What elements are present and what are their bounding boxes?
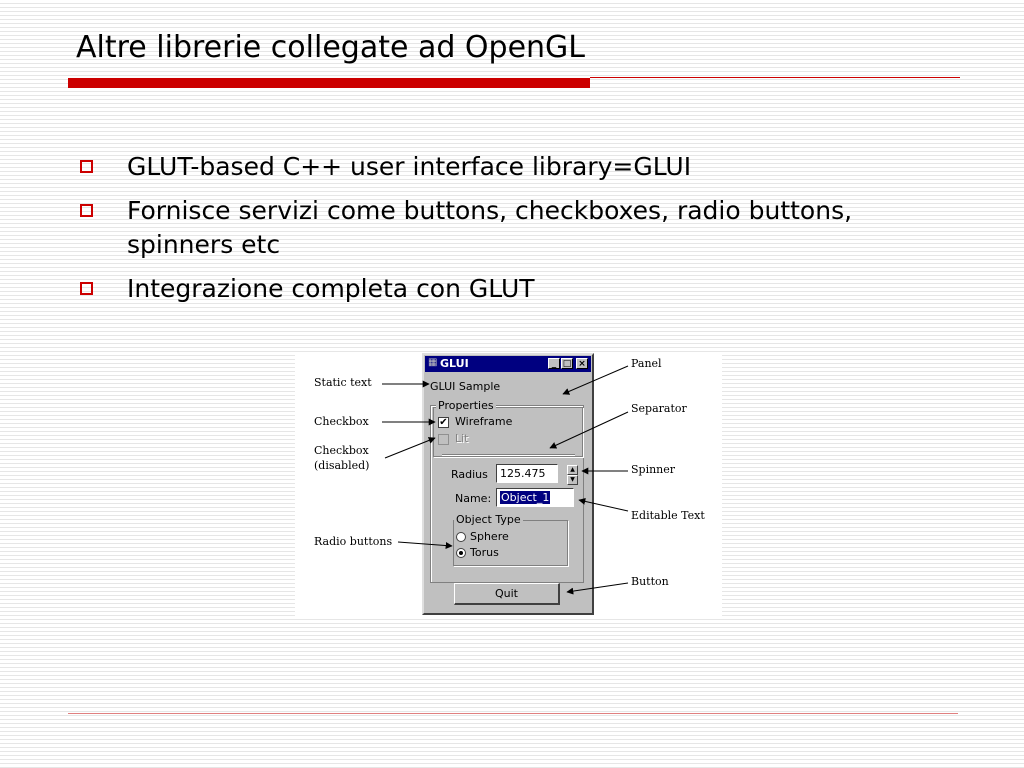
wireframe-checkbox[interactable]: ✔ bbox=[438, 417, 449, 428]
glui-static-text: GLUI Sample bbox=[430, 380, 501, 393]
bullet-text: Fornisce servizi come buttons, checkboxe… bbox=[127, 196, 853, 259]
bullet-item: GLUT-based C++ user interface library=GL… bbox=[78, 150, 938, 184]
radius-spinner-buttons[interactable]: ▲ ▼ bbox=[567, 465, 578, 485]
object-type-group bbox=[453, 520, 568, 566]
label-checkbox-disabled: Checkbox (disabled) bbox=[314, 444, 370, 472]
name-input-selected-text: Object_1 bbox=[500, 491, 551, 504]
sphere-label: Sphere bbox=[470, 530, 509, 543]
title-underline-thin bbox=[590, 77, 960, 78]
title-underline-thick bbox=[68, 78, 590, 88]
glui-title-bar: ▦ GLUI _ □ × bbox=[425, 356, 591, 372]
radius-spinner-input[interactable]: 125.475 bbox=[496, 464, 558, 483]
sphere-radio[interactable] bbox=[456, 532, 466, 542]
name-text-input[interactable]: Object_1 bbox=[496, 488, 574, 507]
footer-rule bbox=[68, 713, 958, 714]
radius-label: Radius bbox=[451, 468, 488, 481]
bullet-item: Integrazione completa con GLUT bbox=[78, 272, 938, 306]
app-icon: ▦ bbox=[428, 357, 438, 368]
label-separator: Separator bbox=[631, 402, 687, 415]
label-panel: Panel bbox=[631, 357, 662, 370]
lit-checkbox-disabled bbox=[438, 434, 449, 445]
bullet-text: Integrazione completa con GLUT bbox=[127, 274, 535, 303]
torus-label: Torus bbox=[470, 546, 499, 559]
name-label: Name: bbox=[455, 492, 492, 505]
object-type-legend: Object Type bbox=[454, 513, 523, 526]
label-button: Button bbox=[631, 575, 669, 588]
bullet-text: GLUT-based C++ user interface library=GL… bbox=[127, 152, 692, 181]
label-spinner: Spinner bbox=[631, 463, 676, 476]
glui-window: ▦ GLUI _ □ × GLUI Sample Properties ✔ Wi… bbox=[422, 353, 594, 615]
close-icon[interactable]: × bbox=[576, 358, 588, 369]
glui-figure: Static text Checkbox Checkbox (disabled)… bbox=[295, 352, 722, 618]
properties-legend: Properties bbox=[436, 399, 496, 412]
quit-button[interactable]: Quit bbox=[454, 583, 560, 605]
label-static-text: Static text bbox=[314, 376, 372, 389]
glui-window-title: GLUI bbox=[440, 357, 469, 370]
torus-radio[interactable] bbox=[456, 548, 466, 558]
radio-selected-dot bbox=[459, 551, 463, 555]
slide-title: Altre librerie collegate ad OpenGL bbox=[76, 30, 586, 65]
lit-label: Lit bbox=[455, 432, 469, 445]
wireframe-label: Wireframe bbox=[455, 415, 513, 428]
spin-down-icon[interactable]: ▼ bbox=[567, 475, 578, 485]
glui-separator bbox=[442, 454, 575, 456]
label-editable-text: Editable Text bbox=[631, 509, 705, 522]
square-bullet-icon bbox=[80, 204, 93, 217]
minimize-icon[interactable]: _ bbox=[548, 358, 560, 369]
square-bullet-icon bbox=[80, 282, 93, 295]
maximize-icon[interactable]: □ bbox=[561, 358, 573, 369]
label-radio-buttons: Radio buttons bbox=[314, 535, 393, 548]
bullet-list: GLUT-based C++ user interface library=GL… bbox=[78, 150, 938, 316]
spin-up-icon[interactable]: ▲ bbox=[567, 465, 578, 475]
label-checkbox: Checkbox bbox=[314, 415, 369, 428]
bullet-item: Fornisce servizi come buttons, checkboxe… bbox=[78, 194, 938, 262]
square-bullet-icon bbox=[80, 160, 93, 173]
glui-panel bbox=[430, 405, 584, 583]
